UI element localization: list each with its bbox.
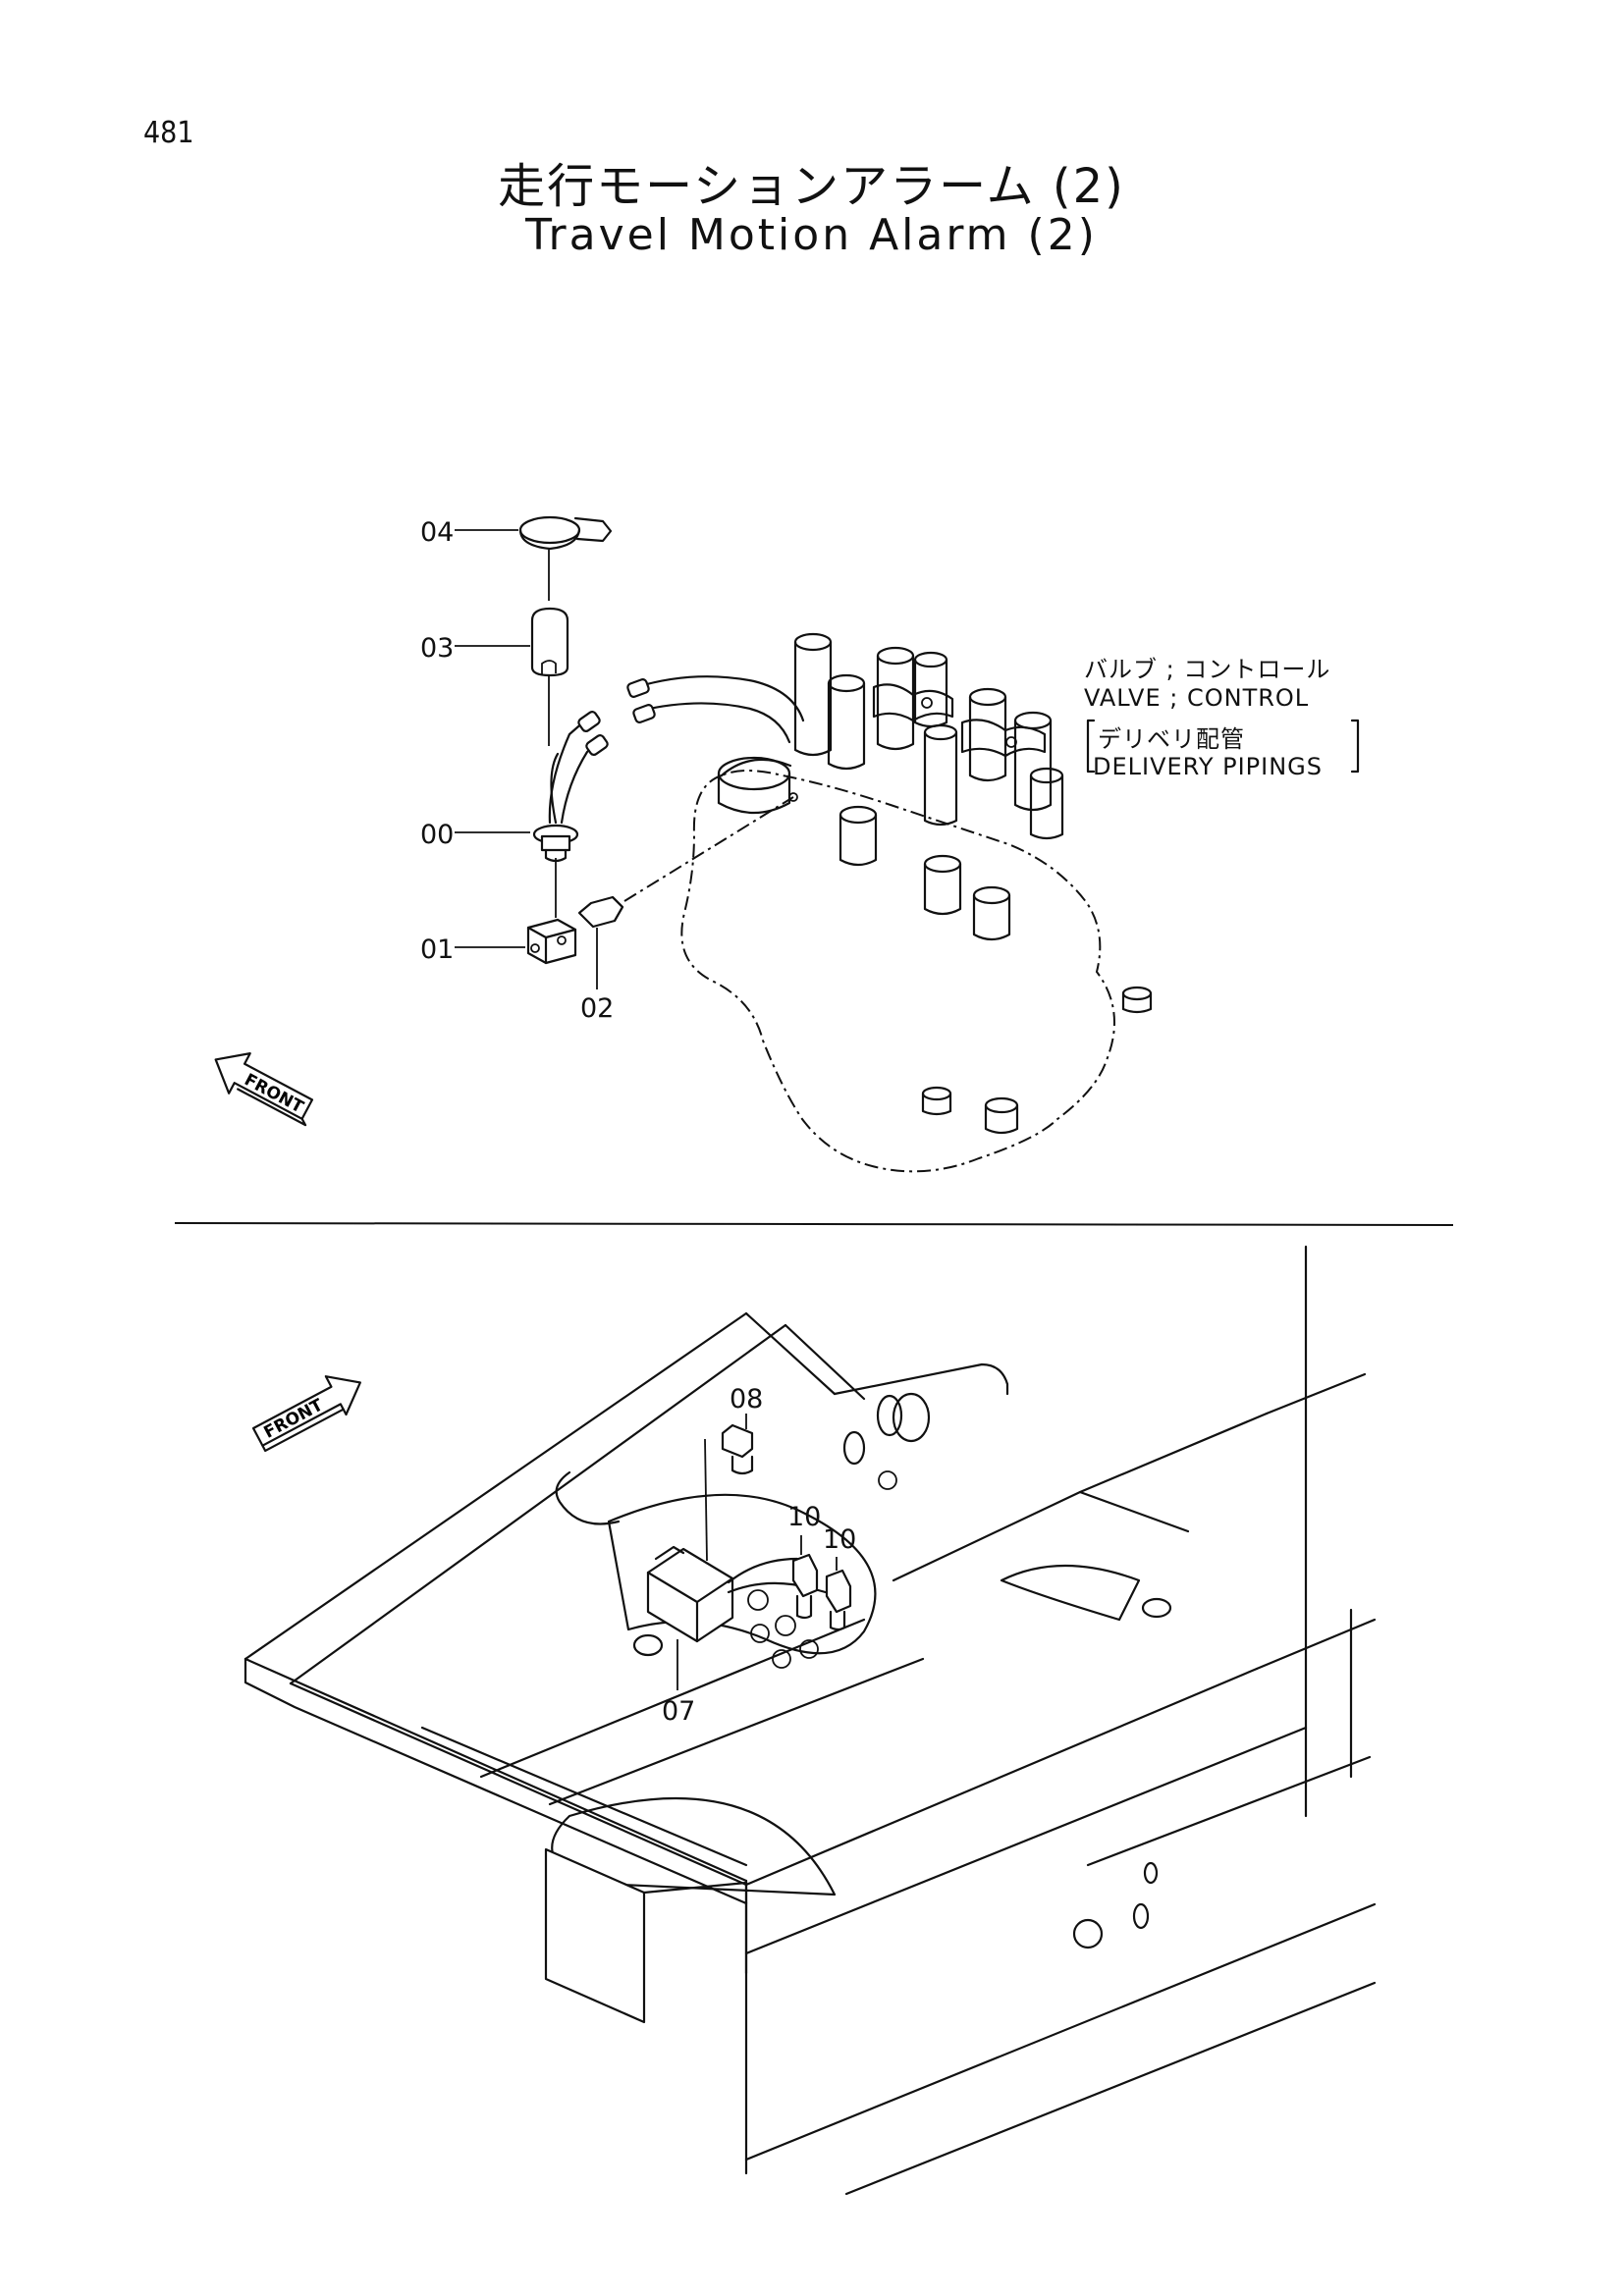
callout-03: 03 xyxy=(420,633,455,664)
annotation-piping-en: DELIVERY PIPINGS xyxy=(1093,753,1323,780)
page-title-english: Travel Motion Alarm (2) xyxy=(525,210,1098,260)
callout-10-right: 10 xyxy=(823,1524,857,1555)
part-03-cap xyxy=(532,609,568,746)
page-title-japanese: 走行モーションアラーム (2) xyxy=(498,159,1125,214)
control-valve xyxy=(626,634,1151,1171)
machine-frame xyxy=(245,1247,1375,2194)
part-07-alarm xyxy=(648,1547,833,1690)
callout-00: 00 xyxy=(420,820,455,850)
part-10-connectors xyxy=(793,1535,850,1629)
callout-08: 08 xyxy=(730,1384,764,1415)
annotation-bracket-right xyxy=(1352,721,1358,772)
part-02-fitting xyxy=(579,797,793,927)
annotation-valve-en: VALVE ; CONTROL xyxy=(1084,684,1310,712)
annotation-piping-jp: デリベリ配管 xyxy=(1098,725,1245,753)
part-01-adapter xyxy=(528,920,575,963)
annotation-valve-jp: バルブ ; コントロール xyxy=(1084,656,1331,683)
page-number: 481 xyxy=(143,116,194,150)
section-divider xyxy=(175,1223,1453,1225)
callout-01: 01 xyxy=(420,934,455,965)
front-arrow-lower: FRONT xyxy=(247,1363,370,1456)
front-arrow-upper: FRONT xyxy=(204,1041,322,1132)
lower-view: FRONT xyxy=(245,1247,1375,2194)
callout-02: 02 xyxy=(580,993,615,1024)
part-00-sensor xyxy=(534,711,609,918)
annotation-bracket-left xyxy=(1088,721,1094,772)
part-08-bolt xyxy=(705,1414,752,1561)
callout-04: 04 xyxy=(420,517,455,548)
valve-spools xyxy=(795,634,1062,939)
upper-view: FRONT xyxy=(204,517,1358,1171)
callout-leaders xyxy=(455,530,597,989)
part-04-clamp xyxy=(520,517,611,601)
